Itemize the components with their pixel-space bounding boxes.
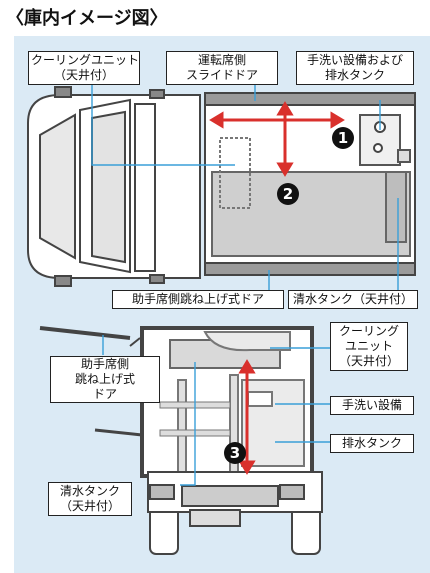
label-text: 手洗い設備および	[306, 53, 403, 67]
label-text: 助手席側跳ね上げ式ドア	[131, 292, 264, 306]
label-cooling-unit-rear: クーリング ユニット （天井付）	[330, 322, 408, 371]
label-hand-wash-top: 手洗い設備および 排水タンク	[296, 51, 414, 85]
label-text: （天井付）	[59, 499, 120, 513]
label-fresh-water-rear: 清水タンク （天井付）	[48, 482, 132, 516]
label-text: 清水タンク（天井付）	[292, 292, 413, 306]
label-text: 跳ね上げ式	[74, 372, 135, 386]
page-title: 〈庫内イメージ図〉	[6, 8, 168, 29]
label-text: クーリングユニット	[31, 53, 140, 67]
marker-2: 2	[277, 183, 299, 205]
label-fresh-water-top: 清水タンク（天井付）	[288, 290, 418, 309]
top-view-arrows	[209, 101, 345, 177]
rear-view-leader-lines	[102, 335, 330, 486]
label-text: スライドドア	[185, 68, 258, 82]
label-text: 運転席側	[197, 53, 246, 67]
label-text: 清水タンク	[59, 484, 120, 498]
label-text: 助手席側	[80, 357, 129, 371]
label-text: （天井付）	[338, 354, 399, 368]
label-passenger-door-top: 助手席側跳ね上げ式ドア	[112, 290, 284, 309]
label-text: ドア	[92, 387, 117, 401]
label-text: 排水タンク	[341, 436, 402, 450]
label-driver-side-door: 運転席側 スライドドア	[166, 51, 278, 85]
rear-view-arrow	[238, 359, 256, 475]
label-text: 手洗い設備	[341, 398, 402, 412]
marker-1: 1	[332, 127, 354, 149]
label-passenger-door-rear: 助手席側 跳ね上げ式 ドア	[50, 356, 160, 403]
rear-view-vehicle	[39, 326, 323, 555]
label-hand-wash-rear: 手洗い設備	[330, 396, 414, 415]
label-text: 排水タンク	[324, 68, 385, 82]
label-drain-tank-rear: 排水タンク	[330, 434, 414, 453]
marker-3: 3	[224, 442, 246, 464]
label-text: （天井付）	[53, 68, 114, 82]
label-cooling-unit-top: クーリングユニット （天井付）	[28, 51, 140, 85]
label-text: クーリング	[338, 324, 399, 338]
label-text: ユニット	[344, 339, 393, 353]
top-view-leader-lines	[91, 80, 399, 290]
top-view-vehicle	[27, 86, 416, 287]
